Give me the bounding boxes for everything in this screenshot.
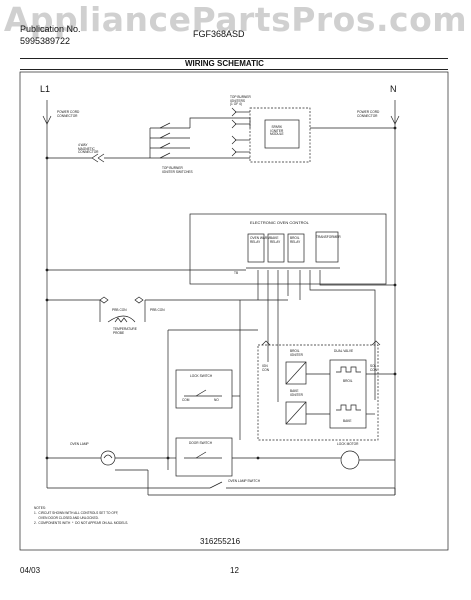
broil-valve-label: BROIL — [343, 379, 353, 383]
prb-con-right-label: PRB CON — [150, 308, 165, 312]
lock-switch-label: LOCK SWITCH — [190, 374, 213, 378]
n-label: N — [390, 84, 397, 94]
dual-valve-label: DUAL VALVE — [334, 349, 354, 353]
ign-con-label: IGN CON — [262, 364, 270, 372]
terminal-label: TB — [234, 271, 239, 275]
relay-2-label: BAKE RELAY — [270, 236, 281, 244]
header-rule — [20, 58, 448, 59]
notes-title: NOTES: — [34, 506, 46, 510]
oven-lamp-label: OVEN LAMP — [70, 442, 89, 446]
broil-igniter-label: BROIL IGNITER — [290, 349, 303, 357]
lock-com-label: COM — [182, 398, 190, 402]
schematic-frame — [19, 71, 449, 551]
relay-3-label: BROIL RELAY — [290, 236, 301, 244]
power-cord-left-label: POWER CORD CONNECTOR — [57, 110, 80, 118]
relay-1-label: OVEN WARM RELAY — [250, 236, 270, 244]
note-2: 2. COMPONENTS WITH * DO NOT APPEAR ON AL… — [34, 521, 129, 525]
eoc-label: ELECTRONIC OVEN CONTROL — [250, 220, 309, 225]
magnetic-connector-label: 4 WAY MAGNETIC CONNECTOR — [78, 143, 99, 155]
publication-number: 5995389722 — [20, 36, 71, 46]
lock-motor-label: LOCK MOTOR — [337, 442, 359, 446]
bake-igniter-label: BAKE IGNITER — [290, 389, 303, 397]
page-title: WIRING SCHEMATIC — [185, 59, 264, 68]
temperature-probe-label: TEMPERATURE PROBE — [113, 327, 137, 335]
spark-module-label: SPARK IGNITER MODULE — [270, 125, 284, 137]
door-switch-label: DOOR SWITCH — [189, 441, 213, 445]
note-1b: OVEN DOOR CLOSED AND UNLOCKED. — [34, 516, 99, 520]
publication-label: Publication No. — [20, 24, 81, 34]
sol-con-label: SOL CON — [370, 364, 378, 372]
l1-label: L1 — [40, 84, 51, 94]
note-1: 1. CIRCUIT SHOWN WITH ALL CONTROLS SET T… — [34, 511, 119, 515]
part-number: 316255216 — [200, 537, 241, 546]
page-number: 12 — [230, 566, 239, 575]
lock-no-label: NO — [214, 398, 219, 402]
header-rule-2 — [20, 69, 448, 70]
footer-date: 04/03 — [20, 566, 41, 575]
top-burner-igniters-label: TOP BURNER IGNITERS (1 OF 4) — [230, 95, 251, 107]
prb-con-left-label: PRB CON — [112, 308, 127, 312]
model-number: FGF368ASD — [193, 29, 245, 39]
oven-lamp-switch-label: OVEN LAMP SWITCH — [228, 479, 260, 483]
bake-valve-label: BAKE — [343, 419, 352, 423]
transformer-label: TRANSFORMER — [316, 235, 341, 239]
burner-switches-label: TOP BURNER IGNITER SWITCHES — [162, 166, 193, 174]
power-cord-right-label: POWER CORD CONNECTOR — [357, 110, 380, 118]
